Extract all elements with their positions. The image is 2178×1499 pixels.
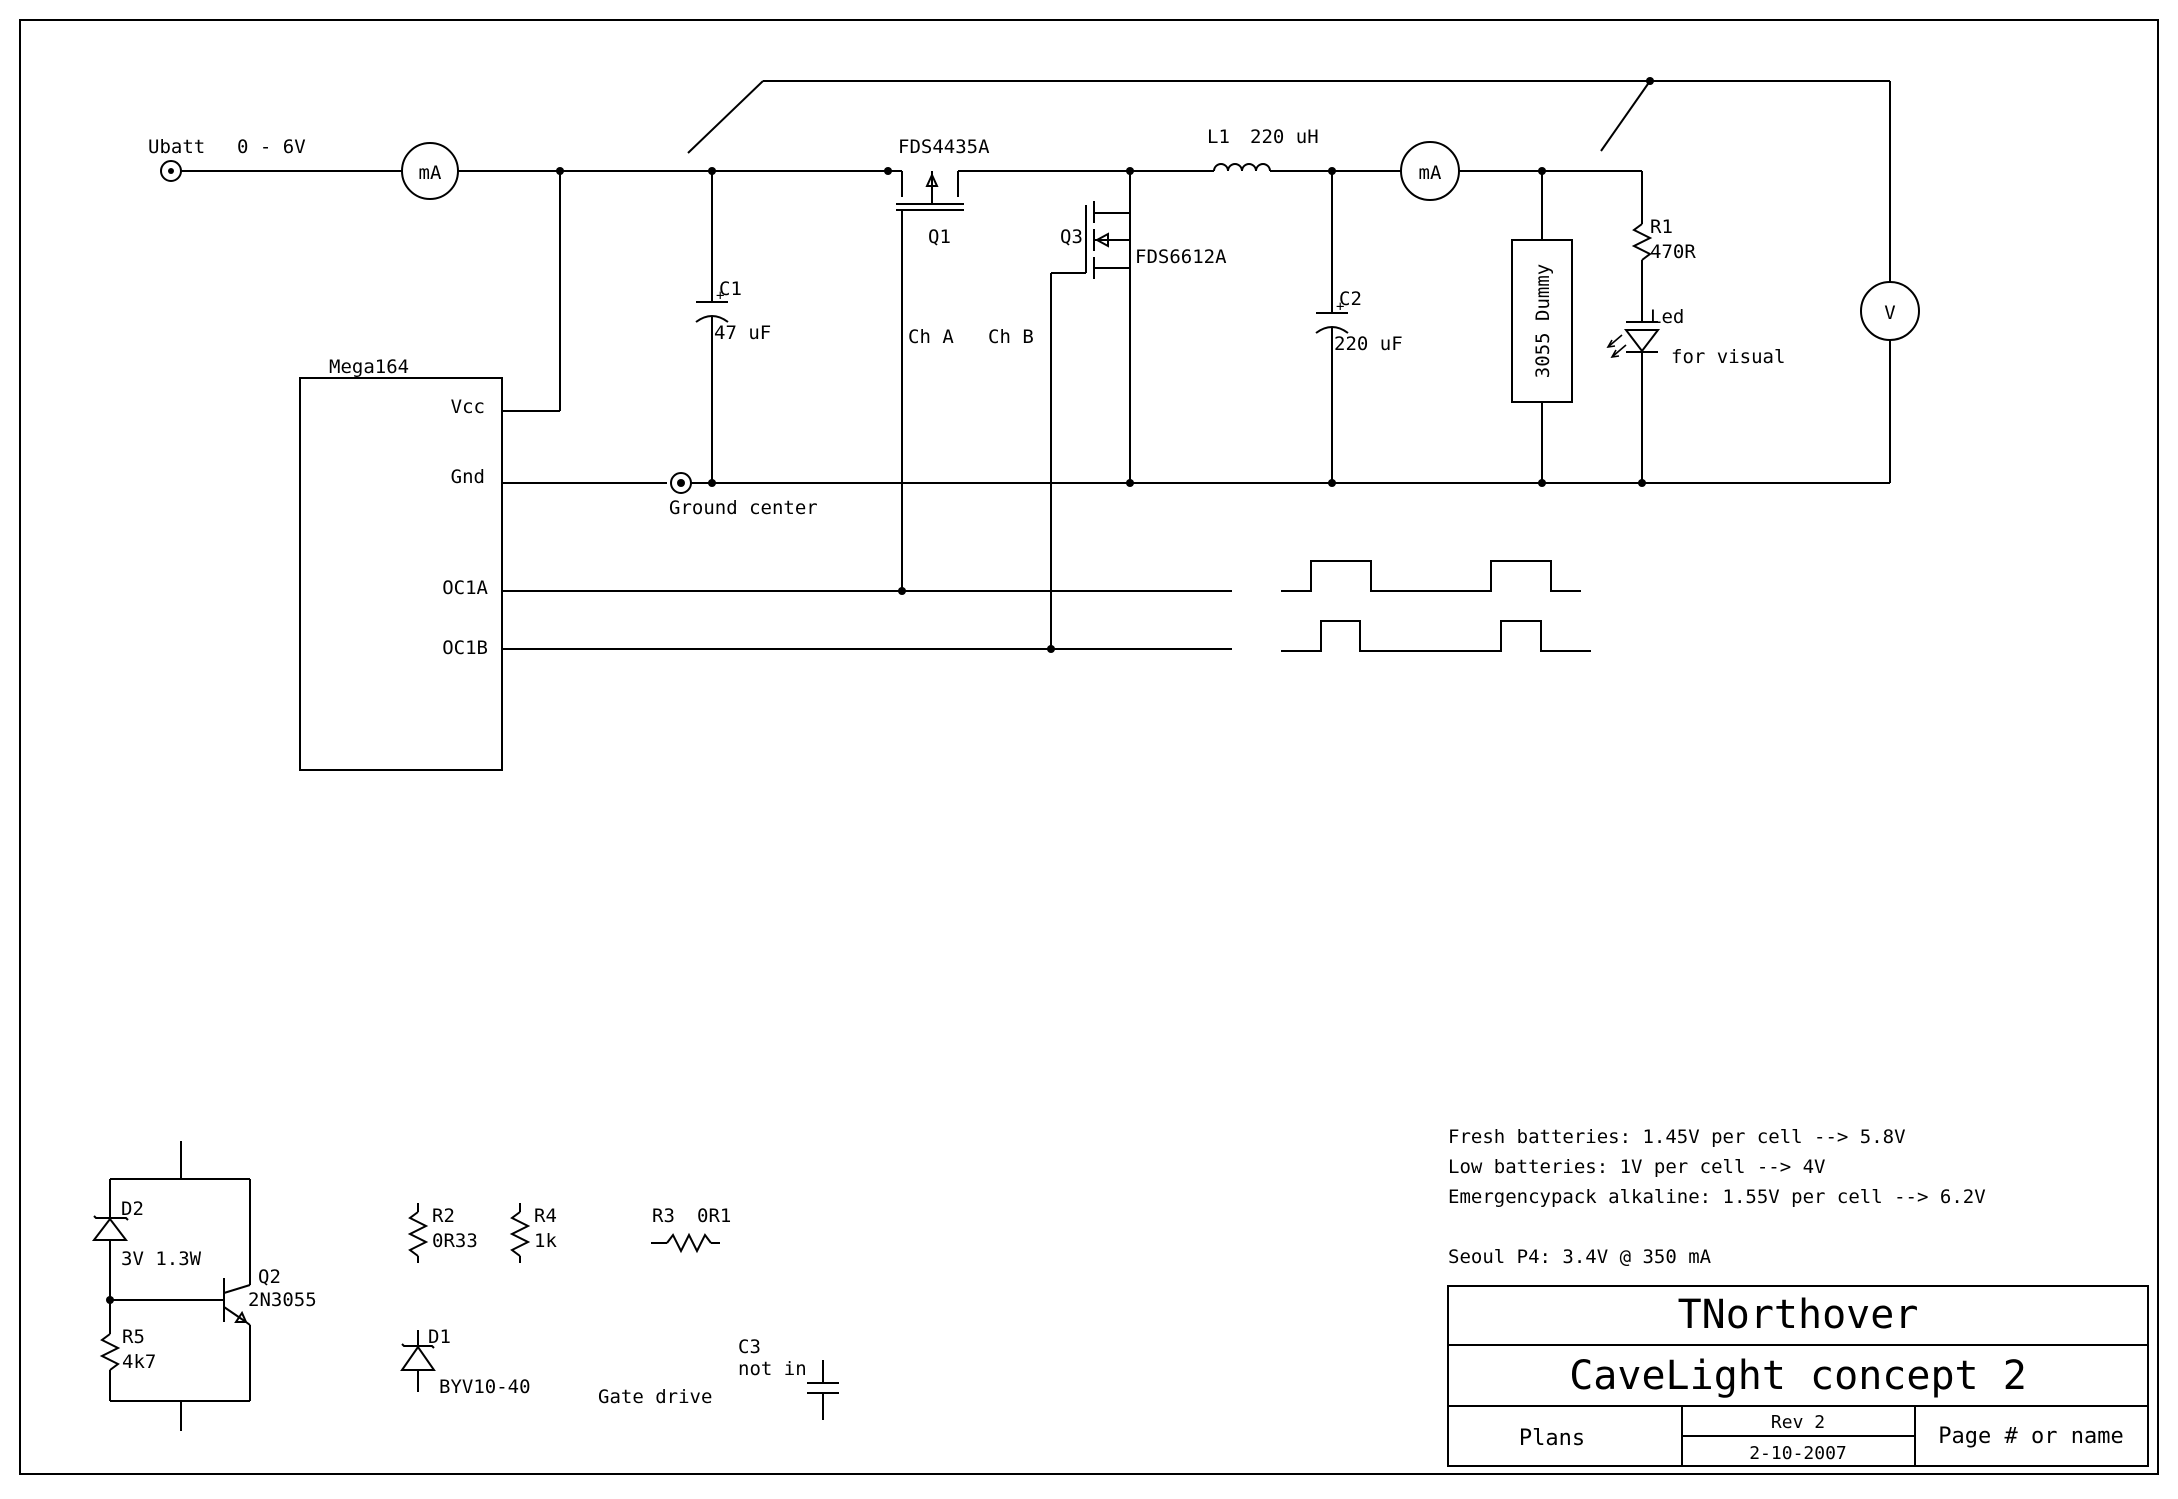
q1-mosfet bbox=[888, 170, 1130, 588]
voltmeter: V bbox=[1860, 281, 1920, 341]
gate-drive-label: Gate drive bbox=[598, 1386, 712, 1408]
r4-resistor bbox=[509, 1203, 531, 1263]
l1-inductor bbox=[1213, 163, 1271, 172]
title-block-kind: Plans bbox=[1519, 1426, 1585, 1451]
q2-part-label: 2N3055 bbox=[248, 1289, 317, 1311]
r2-value-label: 0R33 bbox=[432, 1230, 478, 1252]
pwm-waveform-b bbox=[1281, 620, 1591, 652]
c2-ref-label: C2 bbox=[1339, 288, 1362, 310]
ammeter-out-label: mA bbox=[1419, 162, 1442, 184]
mcu-name-label: Mega164 bbox=[329, 356, 409, 378]
q1-ref-label: Q1 bbox=[928, 226, 951, 248]
d1-part-label: BYV10-40 bbox=[439, 1376, 531, 1398]
q3-part-label: FDS6612A bbox=[1135, 246, 1227, 268]
ground-center-terminal bbox=[670, 472, 692, 494]
c2-value-label: 220 uF bbox=[1334, 333, 1403, 355]
svg-text:+: + bbox=[716, 288, 724, 304]
input-range-label: 0 - 6V bbox=[237, 136, 306, 158]
r3-value-label: 0R1 bbox=[697, 1205, 731, 1227]
led-ref-label: Led bbox=[1650, 306, 1684, 328]
r4-ref-label: R4 bbox=[534, 1205, 557, 1227]
mcu-pin-oc1b: OC1B bbox=[442, 637, 488, 659]
title-block-date: 2-10-2007 bbox=[1749, 1443, 1847, 1464]
led-note-label: for visual bbox=[1671, 346, 1785, 368]
r3-resistor bbox=[651, 1232, 720, 1254]
r4-value-label: 1k bbox=[534, 1230, 557, 1252]
r2-ref-label: R2 bbox=[432, 1205, 455, 1227]
ammeter-out: mA bbox=[1400, 141, 1460, 201]
c1-capacitor: + bbox=[695, 171, 729, 483]
svg-text:+: + bbox=[1336, 299, 1344, 315]
zener-regulator-circuit bbox=[91, 1141, 251, 1431]
q1-part-label: FDS4435A bbox=[898, 136, 990, 158]
q2-ref-label: Q2 bbox=[258, 1266, 281, 1288]
c2-capacitor: + bbox=[1315, 171, 1349, 483]
l1-value-label: 220 uH bbox=[1250, 126, 1319, 148]
title-block-author: TNorthover bbox=[1678, 1292, 1919, 1338]
l1-ref-label: L1 bbox=[1207, 126, 1230, 148]
note-low-batteries: Low batteries: 1V per cell --> 4V bbox=[1448, 1156, 1826, 1178]
sheet-border bbox=[19, 19, 2159, 1475]
ammeter-in: mA bbox=[401, 142, 459, 200]
q3-ref-label: Q3 bbox=[1060, 226, 1083, 248]
ground-center-label: Ground center bbox=[669, 497, 818, 519]
mcu-pin-vcc: Vcc bbox=[451, 396, 485, 418]
channel-a-label: Ch A bbox=[908, 326, 954, 348]
input-terminal bbox=[160, 160, 182, 182]
note-emergency-pack: Emergencypack alkaline: 1.55V per cell -… bbox=[1448, 1186, 1986, 1208]
c3-capacitor bbox=[807, 1360, 839, 1420]
pwm-waveform-a bbox=[1281, 560, 1581, 592]
r5-value-label: 4k7 bbox=[122, 1351, 156, 1373]
r5-ref-label: R5 bbox=[122, 1326, 145, 1348]
r1-ref-label: R1 bbox=[1650, 216, 1673, 238]
c1-ref-label: C1 bbox=[719, 278, 742, 300]
dummy-load-label: 3055 Dummy bbox=[1532, 264, 1554, 378]
c3-note-label: not in bbox=[738, 1358, 807, 1380]
c3-ref-label: C3 bbox=[738, 1336, 761, 1358]
input-name-label: Ubatt bbox=[148, 136, 205, 158]
note-seoul-p4: Seoul P4: 3.4V @ 350 mA bbox=[1448, 1246, 1712, 1268]
r1-resistor bbox=[1631, 171, 1653, 322]
mcu-pin-gnd: Gnd bbox=[451, 466, 485, 488]
d1-ref-label: D1 bbox=[428, 1326, 451, 1348]
d1-diode bbox=[400, 1330, 436, 1392]
title-block-page: Page # or name bbox=[1938, 1424, 2123, 1449]
led-diode bbox=[1606, 321, 1661, 483]
r3-ref-label: R3 bbox=[652, 1205, 675, 1227]
voltmeter-label: V bbox=[1884, 302, 1895, 324]
d2-ref-label: D2 bbox=[121, 1198, 144, 1220]
mcu-block bbox=[299, 377, 503, 771]
title-block bbox=[1447, 1285, 2149, 1467]
q3-mosfet bbox=[1050, 171, 1131, 648]
c1-value-label: 47 uF bbox=[714, 322, 771, 344]
r1-value-label: 470R bbox=[1650, 241, 1696, 263]
channel-b-label: Ch B bbox=[988, 326, 1034, 348]
title-block-title: CaveLight concept 2 bbox=[1569, 1353, 2027, 1399]
d2-value-label: 3V 1.3W bbox=[121, 1248, 202, 1270]
title-block-rev: Rev 2 bbox=[1771, 1412, 1825, 1433]
r2-resistor bbox=[407, 1203, 429, 1263]
mcu-pin-oc1a: OC1A bbox=[442, 577, 488, 599]
note-fresh-batteries: Fresh batteries: 1.45V per cell --> 5.8V bbox=[1448, 1126, 1906, 1148]
ammeter-in-label: mA bbox=[419, 162, 442, 184]
